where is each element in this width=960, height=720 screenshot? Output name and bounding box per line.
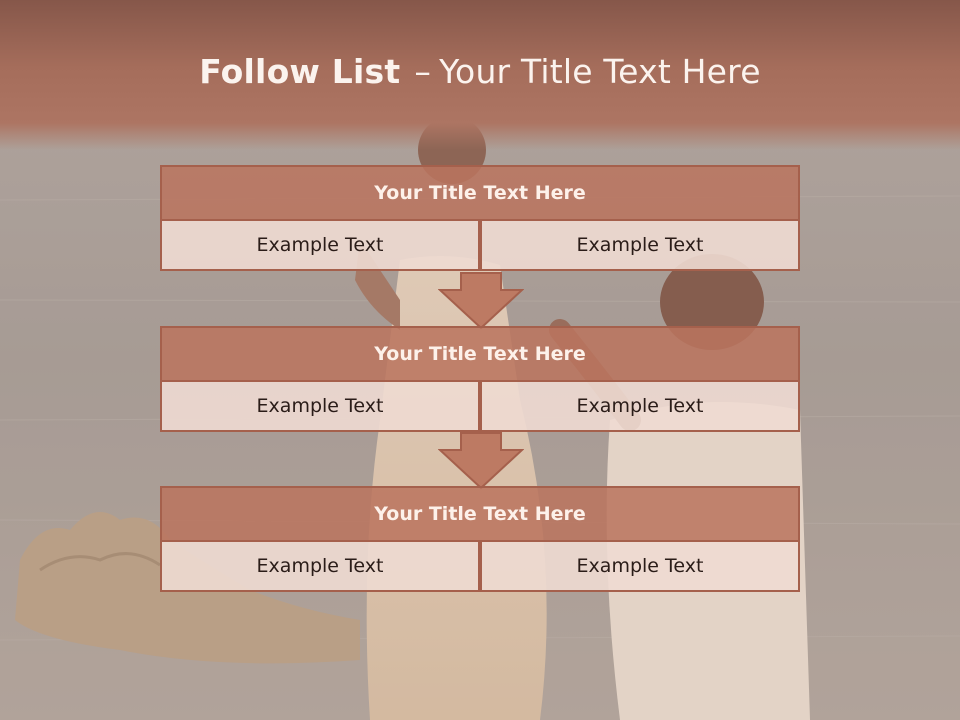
block-cell-right: Example Text [480,221,800,271]
block-cell-right: Example Text [480,542,800,592]
block-cell-left: Example Text [160,221,480,271]
block-row: Example Text Example Text [160,221,800,271]
block-heading: Your Title Text Here [160,165,800,221]
title-band [0,0,960,150]
title-rest: Your Title Text Here [439,52,761,91]
page-title: Follow List–Your Title Text Here [0,52,960,91]
title-bold: Follow List [199,52,401,91]
block-cell-left: Example Text [160,382,480,432]
follow-block-2: Your Title Text Here Example Text Exampl… [160,326,800,432]
block-heading: Your Title Text Here [160,486,800,542]
down-arrow-icon [438,432,524,490]
block-row: Example Text Example Text [160,382,800,432]
title-dash: – [414,52,432,91]
block-cell-left: Example Text [160,542,480,592]
block-row: Example Text Example Text [160,542,800,592]
block-cell-right: Example Text [480,382,800,432]
follow-block-1: Your Title Text Here Example Text Exampl… [160,165,800,271]
follow-block-3: Your Title Text Here Example Text Exampl… [160,486,800,592]
down-arrow-icon [438,272,524,330]
block-heading: Your Title Text Here [160,326,800,382]
